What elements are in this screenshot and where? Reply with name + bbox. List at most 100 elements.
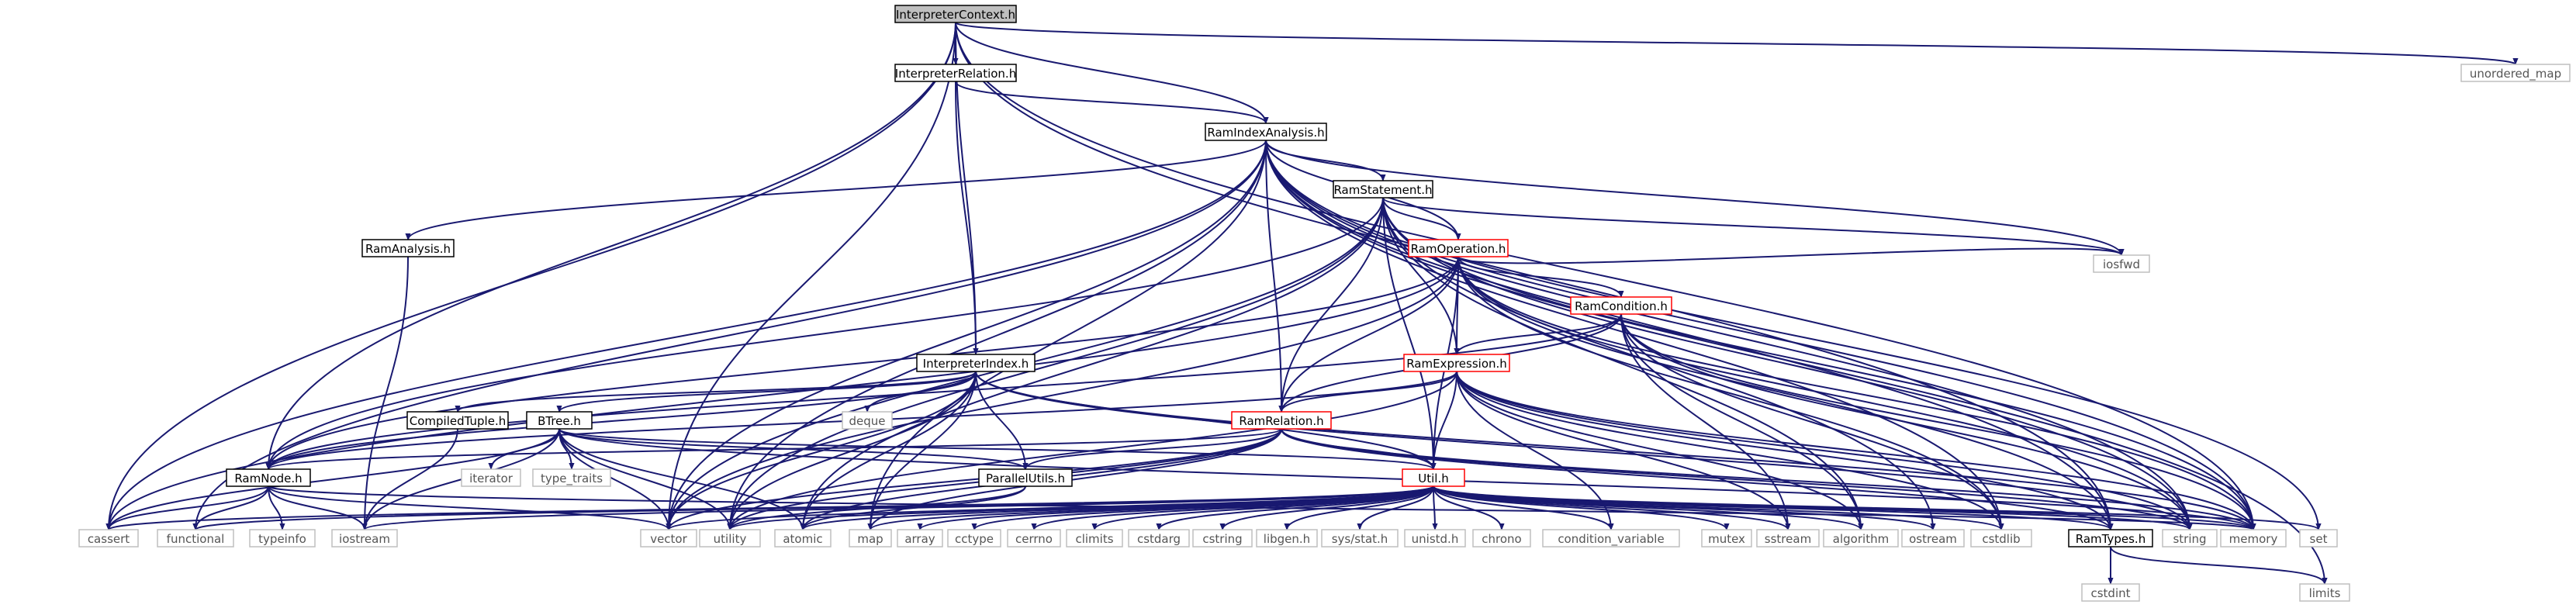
edge-irel-to-ria bbox=[955, 81, 1269, 124]
edge-rexpr-to-memory bbox=[1456, 371, 2256, 530]
edge-iidx-to-ctuple bbox=[455, 371, 977, 413]
edge-util-to-set bbox=[1433, 485, 2322, 530]
node-rrel[interactable]: RamRelation.h bbox=[1231, 411, 1332, 430]
edge-rop-to-vector bbox=[666, 256, 1459, 530]
node-rtypes[interactable]: RamTypes.h bbox=[2068, 529, 2153, 548]
edge-rcond-to-sstream bbox=[1620, 313, 1791, 530]
edge-rnode-to-functional bbox=[192, 485, 269, 530]
edge-rstmt-to-util bbox=[1382, 197, 1437, 470]
node-string: string bbox=[2162, 529, 2218, 548]
edge-rexpr-to-cstdlib bbox=[1456, 371, 2004, 530]
node-rcond[interactable]: RamCondition.h bbox=[1570, 296, 1672, 315]
node-label: sstream bbox=[1765, 532, 1811, 546]
node-box bbox=[1756, 529, 1820, 548]
node-cassert: cassert bbox=[78, 529, 139, 548]
node-type_traits: type_traits bbox=[532, 468, 611, 487]
edge-rstmt-to-atomic bbox=[800, 197, 1384, 530]
edge-ria-to-cstdlib bbox=[1265, 140, 2004, 530]
edge-btree-to-cassert bbox=[105, 428, 560, 530]
node-cerrno: cerrno bbox=[1007, 529, 1061, 548]
edge-rop-to-cassert bbox=[105, 256, 1459, 530]
node-box bbox=[1404, 529, 1466, 548]
node-rop[interactable]: RamOperation.h bbox=[1408, 239, 1509, 257]
edge-rcond-to-memory bbox=[1620, 313, 2256, 530]
node-rstmt[interactable]: RamStatement.h bbox=[1333, 180, 1433, 199]
node-label: RamExpression.h bbox=[1406, 357, 1507, 371]
edge-ictx-to-vector bbox=[666, 22, 956, 530]
edge-rop-to-memory bbox=[1457, 256, 2256, 530]
node-rana[interactable]: RamAnalysis.h bbox=[361, 239, 455, 257]
edge-rrel-to-rtypes bbox=[1281, 428, 2114, 530]
edge-rstmt-to-memory bbox=[1382, 197, 2256, 530]
edge-util-to-condvar bbox=[1433, 485, 1614, 530]
node-label: deque bbox=[849, 414, 885, 428]
edge-layer bbox=[105, 22, 2519, 585]
edge-ctuple-to-iostream bbox=[361, 428, 458, 530]
node-box bbox=[406, 411, 509, 430]
node-chrono: chrono bbox=[1472, 529, 1531, 548]
node-ctuple[interactable]: CompiledTuple.h bbox=[406, 411, 509, 430]
edge-util-to-map bbox=[867, 485, 1434, 530]
node-sysstat: sys/stat.h bbox=[1321, 529, 1399, 548]
node-label: sys/stat.h bbox=[1332, 532, 1388, 546]
node-map: map bbox=[849, 529, 892, 548]
node-irel[interactable]: InterpreterRelation.h bbox=[894, 64, 1017, 82]
edge-rtypes-to-limits bbox=[2110, 546, 2328, 585]
node-label: iterator bbox=[469, 472, 513, 485]
node-label: unistd.h bbox=[1412, 532, 1459, 546]
edge-rnode-to-cassert bbox=[105, 485, 269, 530]
node-par[interactable]: ParallelUtils.h bbox=[978, 468, 1073, 487]
node-typeinfo: typeinfo bbox=[249, 529, 316, 548]
node-label: libgen.h bbox=[1264, 532, 1310, 546]
node-label: RamStatement.h bbox=[1333, 183, 1432, 197]
node-label: climits bbox=[1075, 532, 1113, 546]
edge-rop-to-rcond bbox=[1457, 256, 1624, 298]
node-rnode[interactable]: RamNode.h bbox=[226, 468, 311, 487]
edge-rnode-to-typeinfo bbox=[268, 485, 285, 530]
node-label: ostream bbox=[1909, 532, 1957, 546]
node-box bbox=[1542, 529, 1680, 548]
edge-btree-to-util bbox=[558, 428, 1437, 470]
node-box bbox=[894, 64, 1017, 82]
node-label: RamAnalysis.h bbox=[365, 242, 451, 256]
node-label: InterpreterIndex.h bbox=[923, 357, 1029, 371]
node-box bbox=[1256, 529, 1318, 548]
node-label: algorithm bbox=[1833, 532, 1889, 546]
node-btree[interactable]: BTree.h bbox=[526, 411, 593, 430]
edge-iidx-to-utility bbox=[727, 371, 977, 530]
edge-ria-to-rrel bbox=[1265, 140, 1285, 413]
node-label: RamRelation.h bbox=[1239, 414, 1323, 428]
node-iidx[interactable]: InterpreterIndex.h bbox=[916, 354, 1036, 372]
node-label: BTree.h bbox=[538, 414, 581, 428]
node-box bbox=[916, 354, 1036, 372]
node-label: RamNode.h bbox=[234, 472, 302, 485]
node-label: vector bbox=[650, 532, 687, 546]
node-label: chrono bbox=[1482, 532, 1521, 546]
edge-rop-to-iosfwd bbox=[1457, 247, 2125, 264]
node-label: InterpreterContext.h bbox=[896, 8, 1015, 22]
node-cstdarg: cstdarg bbox=[1128, 529, 1190, 548]
node-ria[interactable]: RamIndexAnalysis.h bbox=[1205, 123, 1327, 141]
edge-util-to-cstdarg bbox=[1156, 485, 1434, 530]
node-label: string bbox=[2173, 532, 2206, 546]
node-box bbox=[2460, 64, 2571, 82]
node-unordered_map: unordered_map bbox=[2460, 64, 2571, 82]
node-box bbox=[1007, 529, 1061, 548]
node-box bbox=[842, 411, 893, 430]
edge-btree-to-utility bbox=[558, 428, 733, 530]
edge-rnode-to-vector bbox=[268, 485, 672, 530]
node-unistd: unistd.h bbox=[1404, 529, 1466, 548]
node-box bbox=[978, 468, 1073, 487]
node-label: atomic bbox=[783, 532, 822, 546]
edge-rrel-to-par bbox=[1022, 428, 1282, 470]
edge-rrel-to-memory bbox=[1281, 428, 2256, 530]
node-cctype: cctype bbox=[947, 529, 1001, 548]
node-ictx[interactable]: InterpreterContext.h bbox=[894, 5, 1017, 23]
node-util[interactable]: Util.h bbox=[1402, 468, 1465, 487]
edge-ria-to-rana bbox=[405, 140, 1267, 240]
node-condvar: condition_variable bbox=[1542, 529, 1680, 548]
node-box bbox=[78, 529, 139, 548]
edge-rcond-to-string bbox=[1620, 313, 2193, 530]
node-rexpr[interactable]: RamExpression.h bbox=[1403, 354, 1510, 372]
